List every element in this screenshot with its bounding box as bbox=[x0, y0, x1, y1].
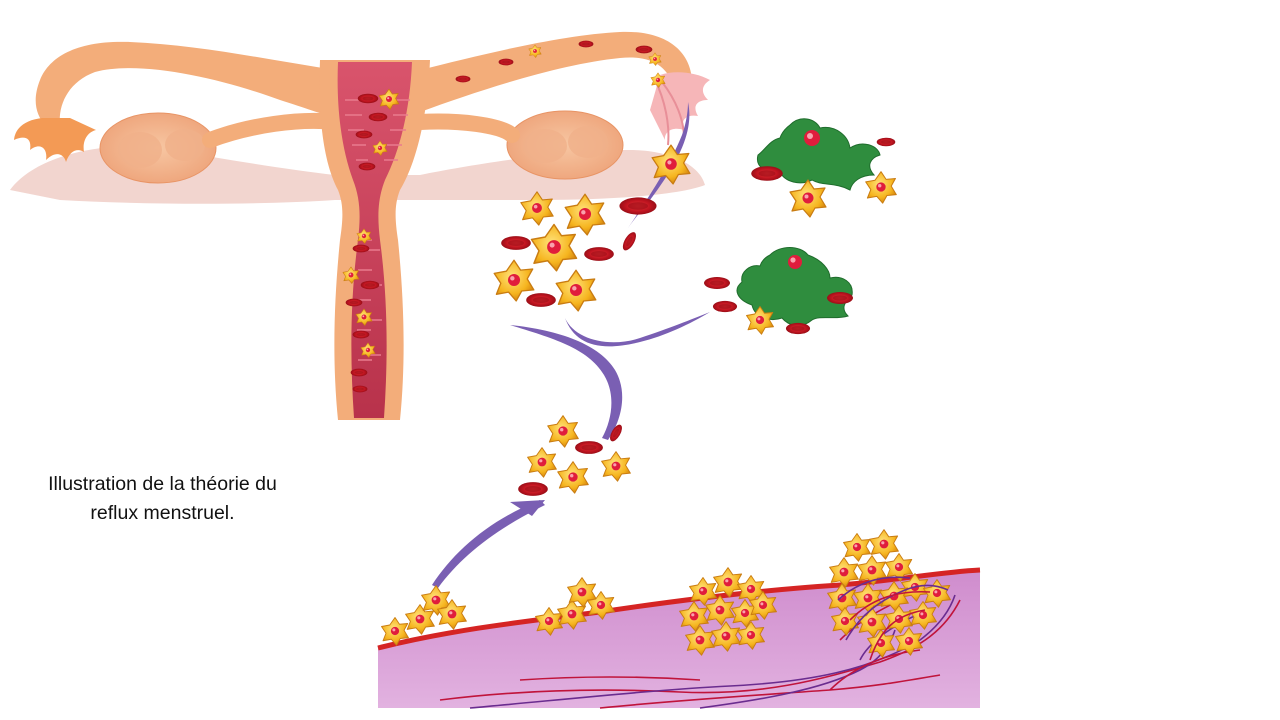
endometrial-cell bbox=[869, 529, 899, 560]
endometrial-cell bbox=[789, 179, 827, 218]
right-fallopian-tube bbox=[420, 31, 692, 112]
caption-line-1: Illustration de la théorie du bbox=[48, 473, 277, 495]
illustration-caption: Illustration de la théorie du reflux men… bbox=[20, 470, 305, 528]
blood-cell bbox=[704, 277, 730, 289]
blood-cell bbox=[712, 300, 738, 313]
blood-cell bbox=[350, 368, 368, 377]
right-fimbria bbox=[650, 72, 710, 140]
endometrial-cell bbox=[564, 193, 606, 236]
endometrial-cell bbox=[530, 223, 578, 272]
blood-cell bbox=[345, 298, 363, 307]
left-fallopian-tube bbox=[35, 41, 336, 125]
endometriotic-lesion-large bbox=[679, 567, 777, 656]
blood-cell bbox=[498, 58, 514, 66]
endometriotic-lesion-invasive bbox=[827, 529, 951, 661]
macrophage-body bbox=[736, 247, 853, 327]
blood-cell bbox=[368, 112, 388, 122]
blood-cell bbox=[876, 137, 896, 147]
blood-cell bbox=[455, 75, 471, 83]
endometrial-cell bbox=[557, 461, 589, 494]
endometrial-cell bbox=[493, 259, 535, 302]
blood-cell bbox=[635, 45, 653, 54]
uterus-diagram bbox=[10, 31, 710, 420]
blood-cell bbox=[518, 482, 548, 496]
macrophage-bottom bbox=[704, 247, 853, 335]
endometrial-cell bbox=[843, 533, 871, 562]
blood-cell bbox=[619, 197, 657, 215]
reflux-arrows bbox=[432, 102, 710, 588]
blood-cell bbox=[526, 293, 556, 307]
endometrial-cell bbox=[547, 415, 579, 448]
blood-cell bbox=[501, 236, 531, 250]
endometrial-cell bbox=[555, 269, 597, 312]
macrophage-top bbox=[751, 118, 897, 218]
blood-cell bbox=[360, 280, 380, 290]
blood-cell bbox=[352, 244, 370, 253]
blood-cell bbox=[575, 441, 603, 454]
blood-cell bbox=[620, 230, 639, 253]
blood-cell bbox=[827, 292, 853, 304]
blood-cell bbox=[751, 166, 783, 181]
macrophage-body bbox=[756, 118, 881, 191]
blood-cell bbox=[352, 330, 370, 339]
endometrial-cell bbox=[601, 451, 631, 482]
blood-cell bbox=[357, 93, 379, 104]
left-fimbria bbox=[14, 118, 96, 162]
endometrial-cell bbox=[865, 171, 897, 204]
arrow-to-macrophage bbox=[565, 312, 710, 347]
blood-cell bbox=[355, 130, 373, 139]
uterine-cavity bbox=[337, 62, 412, 418]
blood-cell bbox=[352, 385, 368, 393]
blood-cell bbox=[578, 40, 594, 48]
caption-line-2: reflux menstruel. bbox=[90, 502, 235, 524]
endometrial-cell bbox=[527, 447, 557, 478]
blood-cell bbox=[584, 247, 614, 261]
blood-cell bbox=[785, 322, 811, 335]
arrow-cavity-to-middle bbox=[510, 325, 623, 440]
blood-cell bbox=[358, 162, 376, 171]
